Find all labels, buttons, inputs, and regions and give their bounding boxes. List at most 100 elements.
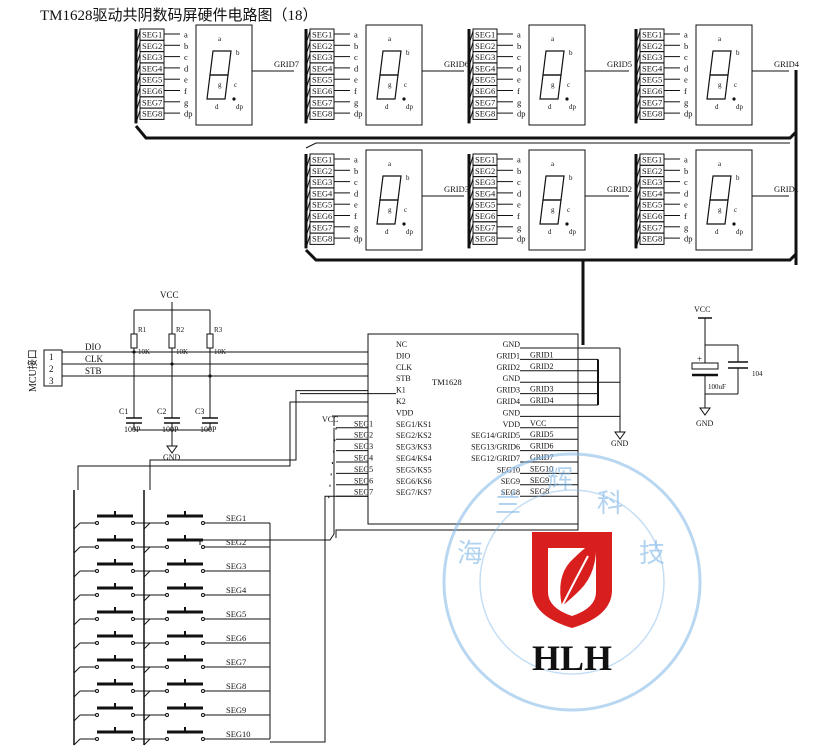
seg-diag [635,98,641,113]
segment-c-label: c [734,81,737,89]
digit-pin-label: g [354,222,359,232]
digit-pin-label: f [684,86,687,96]
digit-pin-label: b [184,41,188,51]
segment-d-label: d [548,103,552,111]
seg-diag [468,223,474,238]
chip-right-net: SEG8 [530,487,549,496]
switch-contact [95,641,99,645]
seg-label: SEG2 [312,166,332,176]
switch-contact [201,545,205,549]
seg-label: SEG6 [475,211,495,221]
seg-diag [305,87,311,101]
key-diag [143,570,151,578]
seg-label: SEG7 [642,97,662,107]
seg-label: SEG3 [312,177,332,187]
seg-diag [468,64,474,79]
seg-diag [305,76,311,90]
gnd-label: GND [611,439,629,448]
grid-bus-top [134,125,798,140]
digit-pin-label: e [517,75,521,85]
seg-diag [468,76,474,90]
grid-label: GRID6 [444,59,469,69]
chip-right-pin: GRID2 [496,363,520,372]
digit-pin-label: f [354,211,357,221]
key-switch [80,607,150,621]
chip-right-pin: SEG14/GRID5 [471,431,520,440]
digit-pin-label: e [354,200,358,210]
seg-label: SEG6 [642,211,662,221]
electrolytic-value: 100uF [708,383,726,391]
segment-lower [376,199,399,225]
key-switch [80,559,150,573]
segment-c-label: c [734,206,737,214]
digit-pin-label: d [517,188,522,198]
chip-right-net: GRID1 [530,350,554,359]
chip-left-pin: SEG3/KS3 [396,443,432,452]
key-diag [143,714,151,722]
seg-label: SEG6 [475,86,495,96]
seg-net-label: SEG6 [354,476,373,485]
key-diag [143,594,151,602]
grid-bus-middle [304,248,798,262]
watermark-letters: HLH [532,638,612,678]
seg-net-label: SEG7 [354,488,373,497]
chip-left-pin: SEG6/KS6 [396,477,432,486]
seg-label-box [639,107,665,120]
seg-label: SEG6 [642,86,662,96]
seg-diag [305,98,311,113]
chip-left-pin: SEG4/KS4 [396,454,432,463]
digit-pin-label: g [517,222,522,232]
key-diag [143,666,151,674]
chip-left-pin: K2 [396,397,406,406]
switch-contact [95,521,99,525]
switch-contact [165,641,169,645]
switch-contact [201,665,205,669]
digit-pin-label: b [684,166,688,176]
grid-label: GRID2 [607,184,632,194]
segment-dp-dot [565,97,569,101]
grid-label: GRID4 [774,59,800,69]
key-row-label: SEG8 [226,681,246,691]
seg-label: SEG4 [642,188,663,198]
seg-label: SEG8 [475,234,495,244]
seg-label: SEG3 [642,52,662,62]
segment-dp-dot [565,222,569,226]
key-switch [150,559,220,573]
seg-label: SEG4 [475,188,496,198]
digit-pin-label: f [517,86,520,96]
seg-label: SEG4 [312,63,333,73]
seg-label: SEG2 [312,41,332,51]
segment-upper [379,50,402,76]
seg-label: SEG1 [142,30,162,40]
segment-lower [376,74,399,100]
digit-pin-label: c [684,52,688,62]
seg-label: SEG4 [642,63,663,73]
seg-label: SEG3 [475,52,495,62]
mcu-pin-label: 3 [49,376,54,386]
digit-pin-label: g [354,97,359,107]
switch-contact [131,617,135,621]
key-switch [80,655,150,669]
segment-dp-label: dp [569,103,577,111]
display-box [695,24,753,126]
digit-pin-label: dp [684,109,693,119]
gnd-symbol-power [699,407,711,416]
chip-right-pin: GND [503,408,521,417]
key-switch [150,679,220,693]
segment-b-label: b [736,49,740,57]
digit-pin-label: c [517,52,521,62]
chip-left-pin: CLK [396,363,412,372]
switch-contact [131,641,135,645]
segment-lower [539,199,562,225]
seg-label: SEG2 [475,41,495,51]
segment-g-label: g [388,81,392,89]
key-diag [73,618,81,626]
key-diag [143,642,151,650]
seg-diag [305,155,311,170]
segment-dp-dot [732,222,736,226]
chip-body [367,333,579,525]
resistor-body [206,333,214,349]
